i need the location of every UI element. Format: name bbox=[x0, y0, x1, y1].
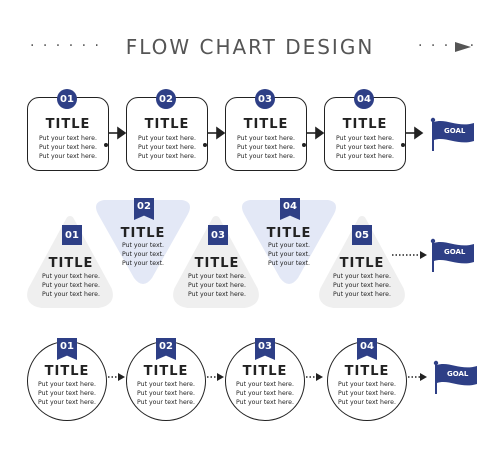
row2-step-number: 05 bbox=[352, 225, 372, 245]
row3-step-title: TITLE bbox=[44, 364, 90, 379]
row2-step-title: TITLE bbox=[194, 256, 240, 271]
row3-step-title: TITLE bbox=[143, 364, 189, 379]
row3-step-title: TITLE bbox=[344, 364, 390, 379]
row1-step-box bbox=[126, 97, 208, 171]
goal-label: GOAL bbox=[447, 370, 469, 378]
row1-step-number: 04 bbox=[354, 89, 374, 109]
row2-step-title: TITLE bbox=[266, 226, 312, 241]
row3-step-text: Put your text here.Put your text here.Pu… bbox=[338, 381, 396, 406]
row3-step-title: TITLE bbox=[242, 364, 288, 379]
row2-step-number: 01 bbox=[62, 225, 82, 245]
row1-step-text: Put your text here.Put your text here.Pu… bbox=[336, 135, 394, 160]
goal-flag-icon bbox=[430, 238, 474, 272]
row1-connector-arrows bbox=[104, 126, 424, 147]
row2-step-number: 02 bbox=[134, 198, 154, 220]
row3-step-number: 03 bbox=[255, 338, 275, 360]
row1-step-number: 03 bbox=[255, 89, 275, 109]
goal-flag-icon bbox=[433, 360, 477, 394]
row2-triangles bbox=[27, 200, 405, 308]
row3-step-text: Put your text here.Put your text here.Pu… bbox=[38, 381, 96, 406]
row1-step-number: 02 bbox=[156, 89, 176, 109]
page-title: FLOW CHART DESIGN bbox=[125, 35, 375, 59]
row2-step-text: Put your text.Put your text.Put your tex… bbox=[268, 242, 310, 267]
row1-step-text: Put your text here.Put your text here.Pu… bbox=[138, 135, 196, 160]
row2-step-text: Put your text here.Put your text here.Pu… bbox=[42, 273, 100, 298]
row1-step-box bbox=[225, 97, 307, 171]
row1-step-text: Put your text here.Put your text here.Pu… bbox=[237, 135, 295, 160]
row1-step-title: TITLE bbox=[342, 117, 388, 132]
row3-connector-arrows bbox=[108, 373, 427, 381]
goal-flag-icon bbox=[430, 117, 474, 151]
goal-label: GOAL bbox=[444, 127, 466, 135]
row2-step-title: TITLE bbox=[339, 256, 385, 271]
row2-step-title: TITLE bbox=[48, 256, 94, 271]
header-arrow-icon bbox=[455, 42, 471, 52]
row1-step-text: Put your text here.Put your text here.Pu… bbox=[39, 135, 97, 160]
row2-connector-arrow bbox=[392, 251, 427, 259]
row1-step-title: TITLE bbox=[144, 117, 190, 132]
row2-step-number: 03 bbox=[208, 225, 228, 245]
row1-step-box bbox=[324, 97, 406, 171]
row2-step-text: Put your text here.Put your text here.Pu… bbox=[188, 273, 246, 298]
row3-step-number: 01 bbox=[57, 338, 77, 360]
row3-step-number: 04 bbox=[357, 338, 377, 360]
row3-step-text: Put your text here.Put your text here.Pu… bbox=[137, 381, 195, 406]
row2-step-text: Put your text.Put your text.Put your tex… bbox=[122, 242, 164, 267]
row3-step-text: Put your text here.Put your text here.Pu… bbox=[236, 381, 294, 406]
row2-step-title: TITLE bbox=[120, 226, 166, 241]
row1-step-box bbox=[27, 97, 109, 171]
row1-step-title: TITLE bbox=[45, 117, 91, 132]
row2-step-number: 04 bbox=[280, 198, 300, 220]
goal-label: GOAL bbox=[444, 248, 466, 256]
row1-step-title: TITLE bbox=[243, 117, 289, 132]
row1-step-number: 01 bbox=[57, 89, 77, 109]
header-left-dots: · · · · · · bbox=[30, 38, 101, 54]
row2-step-text: Put your text here.Put your text here.Pu… bbox=[333, 273, 391, 298]
row3-step-number: 02 bbox=[156, 338, 176, 360]
row3-step-circle bbox=[27, 341, 107, 421]
